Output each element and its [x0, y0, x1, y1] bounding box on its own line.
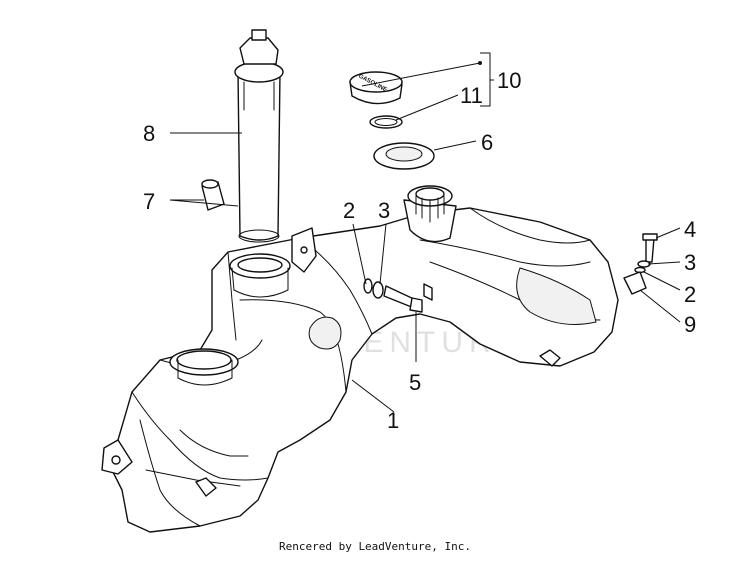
bracket-hole [300, 246, 308, 254]
callout-11: 11 [460, 83, 483, 108]
callout-6: 6 [481, 130, 493, 155]
fuel-tank [101, 185, 619, 533]
leader-lines [169, 52, 681, 413]
callouts: 8 7 10 11 6 2 3 4 3 2 9 5 1 [143, 68, 696, 433]
washer-large [372, 281, 384, 299]
callout-2-right: 2 [684, 282, 696, 307]
callout-1: 1 [387, 408, 399, 433]
fuel-cap: GASOLINE [349, 71, 403, 105]
callout-4: 4 [684, 217, 696, 242]
rendered-by-credit: Rencered by LeadVenture, Inc. [278, 540, 472, 553]
callout-8: 8 [143, 121, 155, 146]
callout-5: 5 [409, 370, 421, 395]
callout-10: 10 [497, 68, 521, 93]
callout-3-right: 3 [684, 250, 696, 275]
filler-neck-gasket [373, 142, 435, 170]
callout-7: 7 [143, 189, 155, 214]
sleeve-bushing [201, 179, 225, 211]
cap-o-ring [369, 115, 403, 129]
screw [645, 237, 655, 263]
callout-9: 9 [684, 312, 696, 337]
center-mount-hardware [363, 278, 423, 313]
callout-3: 3 [378, 198, 390, 223]
right-mount-hardware [623, 233, 658, 295]
fuel-level-sender [234, 29, 284, 243]
callout-2: 2 [343, 198, 355, 223]
clip-nut [623, 271, 647, 295]
